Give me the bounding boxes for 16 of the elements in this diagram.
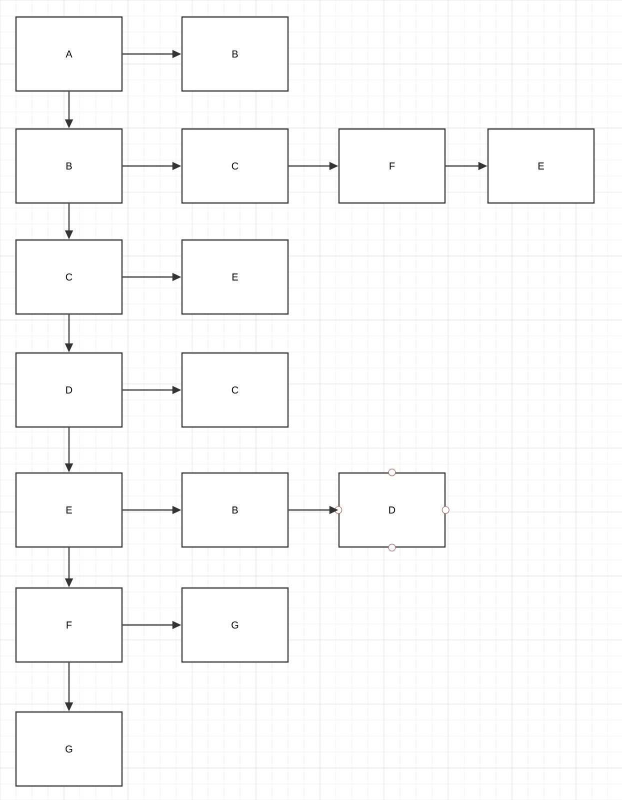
- process-box: C: [181, 128, 289, 204]
- process-box: C: [15, 239, 123, 315]
- process-box: E: [15, 472, 123, 548]
- process-box: A: [15, 16, 123, 92]
- process-box: C: [181, 352, 289, 428]
- process-box: B: [181, 16, 289, 92]
- process-box: F: [338, 128, 446, 204]
- process-box: B: [181, 472, 289, 548]
- process-box: E: [487, 128, 595, 204]
- process-box: E: [181, 239, 289, 315]
- process-box: F: [15, 587, 123, 663]
- process-box: D: [338, 472, 446, 548]
- process-box: D: [15, 352, 123, 428]
- process-box: G: [181, 587, 289, 663]
- process-box: G: [15, 711, 123, 787]
- process-box: B: [15, 128, 123, 204]
